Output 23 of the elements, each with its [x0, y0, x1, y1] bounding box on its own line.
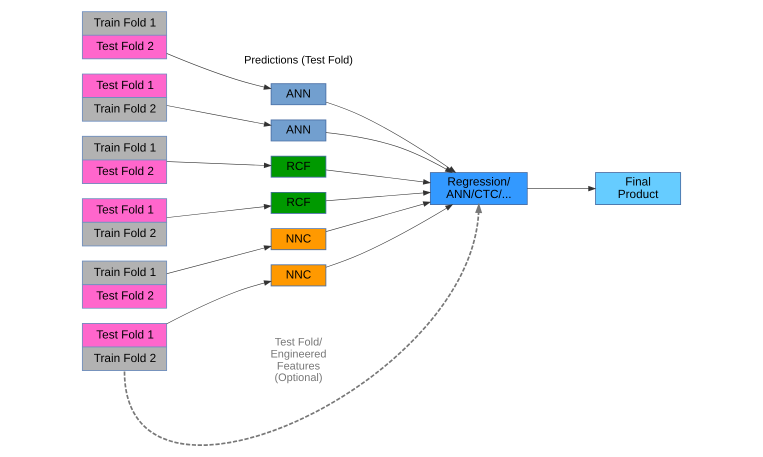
arrow [326, 190, 432, 202]
arrow [166, 161, 272, 168]
node-box: NNC [270, 264, 326, 286]
label: Predictions (Test Fold) [244, 54, 353, 66]
node-box: RCF [270, 156, 326, 178]
arrow [124, 202, 482, 446]
arrow [326, 170, 432, 185]
arrow [166, 53, 272, 90]
arrow [326, 132, 453, 173]
arrow [326, 204, 454, 268]
node-box: ANN [270, 83, 326, 106]
edge-label: Test Fold/ Engineered Features (Optional) [270, 336, 326, 384]
node-box: NNC [270, 228, 326, 250]
arrow [326, 201, 432, 232]
arrow [166, 105, 272, 127]
node-box: RCF [270, 192, 326, 214]
node-box: Regression/ ANN/CTC/... [430, 172, 528, 206]
arrow [166, 245, 272, 274]
node-box: ANN [270, 120, 326, 142]
node-box: Final Product [595, 172, 682, 206]
arrow [527, 186, 596, 192]
arrow [166, 204, 272, 218]
arrow [166, 280, 272, 324]
